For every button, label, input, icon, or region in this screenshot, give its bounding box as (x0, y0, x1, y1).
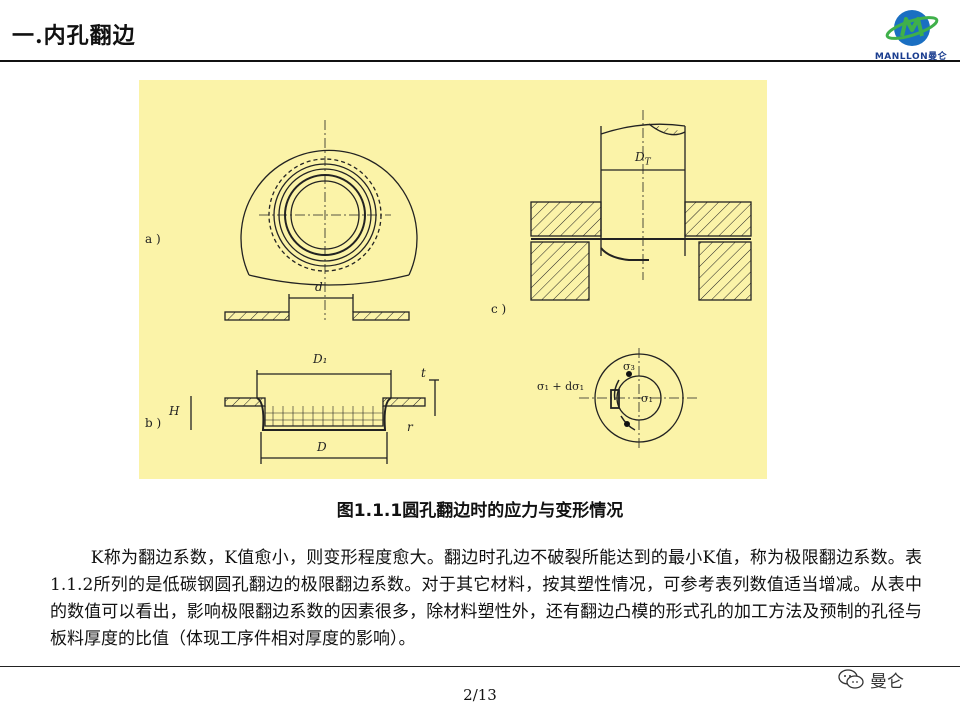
body-paragraph: K称为翻边系数，K值愈小，则变形程度愈大。翻边时孔边不破裂所能达到的最小K值，称… (50, 548, 922, 649)
label-dt-sub: T (644, 157, 651, 168)
figure-caption: 图1.1.1圆孔翻边时的应力与变形情况 (336, 501, 624, 521)
slide-title: 一.内孔翻边 (12, 23, 136, 49)
label-dt: DT (635, 150, 651, 167)
slide-header: 一.内孔翻边 MANLLON曼仑 (0, 0, 960, 62)
label-t: t (421, 366, 426, 380)
label-h: H (169, 404, 180, 418)
label-r: r (407, 420, 413, 434)
logo-globe-icon (885, 10, 939, 46)
label-d: d (315, 280, 323, 294)
wechat-icon (838, 669, 864, 689)
label-c: c ) (491, 302, 507, 316)
label-big-d: D (317, 440, 327, 454)
label-sigma-eq: σ₁ + dσ₁ (537, 380, 585, 393)
logo-text: MANLLON曼仑 (874, 52, 948, 62)
label-a: a ) (145, 232, 161, 246)
label-d1: D₁ (313, 352, 328, 366)
hole-flanging-diagram (190, 110, 752, 464)
label-sigma1: σ₁ (641, 392, 653, 405)
watermark-text: 曼仑 (870, 671, 904, 692)
header-divider (0, 60, 960, 62)
label-sigma3: σ₃ (623, 360, 635, 373)
page-number: 2/13 (463, 686, 497, 704)
footer-divider (0, 666, 960, 667)
label-dt-main: D (635, 150, 645, 164)
watermark: 曼仑 (838, 666, 948, 692)
label-b: b ) (145, 416, 162, 430)
manllon-logo: MANLLON曼仑 (866, 6, 956, 62)
technical-figure: a ) d D₁ b ) D H t r c ) DT σ₁ + dσ₁ σ₃ … (139, 80, 767, 479)
